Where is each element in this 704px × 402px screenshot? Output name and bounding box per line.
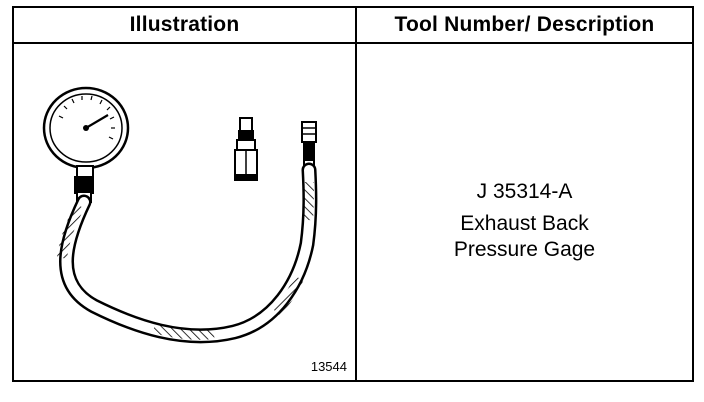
illustration-cell: 13544 xyxy=(14,44,355,380)
tool-description-cell: J 35314-A Exhaust Back Pressure Gage xyxy=(357,44,692,380)
illustration-header: Illustration xyxy=(129,13,240,36)
tool-description-line-1: Exhaust Back xyxy=(460,212,589,235)
hose xyxy=(57,162,318,344)
pressure-gage-illustration xyxy=(42,86,318,344)
tool-description-header: Tool Number/ Description xyxy=(394,13,655,36)
tool-number: J 35314-A xyxy=(476,180,573,203)
tool-description-line-2: Pressure Gage xyxy=(453,238,596,261)
adapter-fitting xyxy=(234,117,258,181)
column-divider xyxy=(355,8,357,380)
header-row: Illustration Tool Number/ Description xyxy=(14,8,692,44)
figure-number: 13544 xyxy=(310,359,347,374)
tool-table: Illustration Tool Number/ Description xyxy=(12,6,694,382)
gauge-dial xyxy=(42,86,130,203)
